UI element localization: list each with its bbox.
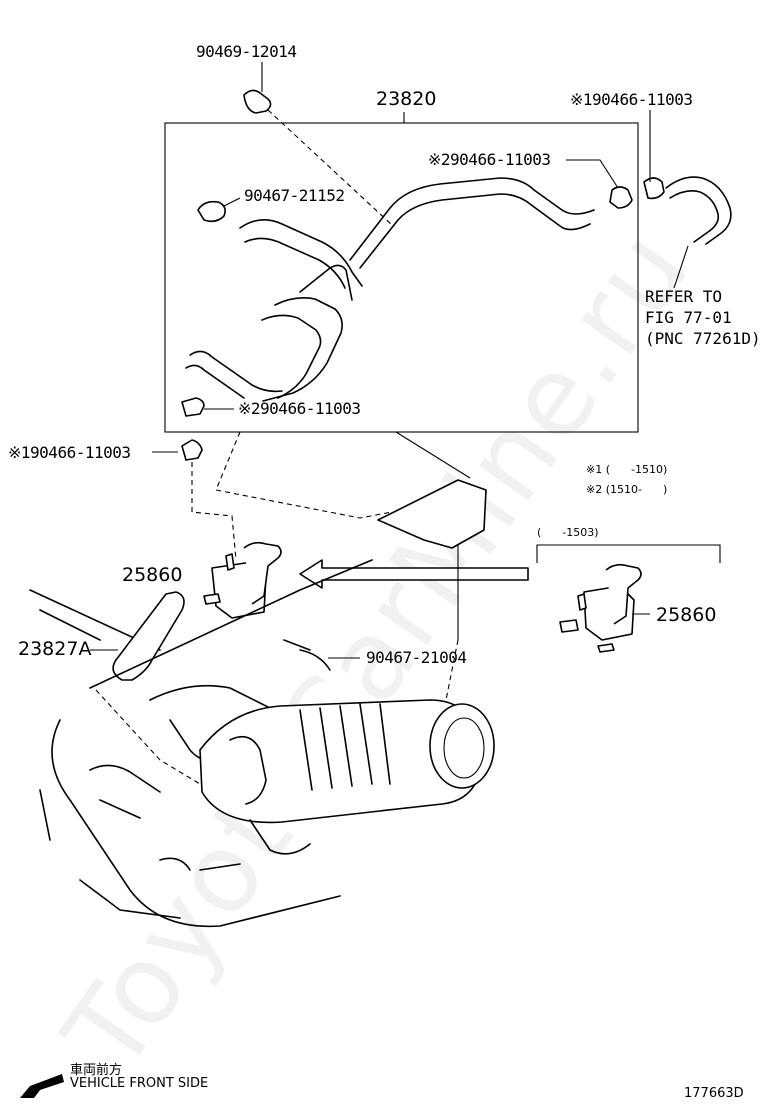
- arrow-connector: [299, 559, 529, 589]
- callout-25860-left: 25860: [122, 564, 183, 586]
- callout-90466-11003-inner-low: ※290466-11003: [238, 399, 361, 418]
- bracket-range-note: ( -1503): [537, 526, 599, 539]
- vehicle-front-label-jp: 車両前方: [70, 1063, 123, 1078]
- hose-external-right: [643, 110, 732, 289]
- engine-intake-area: [29, 479, 495, 928]
- callout-90467-21004: 90467-21004: [366, 648, 467, 667]
- note-1: ※1 ( -1510): [586, 463, 668, 476]
- vsv-25860-left: [203, 541, 282, 619]
- diagram-id: 177663D: [684, 1086, 744, 1101]
- note-2: ※2 (1510- ): [586, 483, 668, 496]
- callout-25860-right: 25860: [656, 604, 717, 626]
- callout-23820: 23820: [376, 88, 437, 110]
- hose-23820: [185, 177, 595, 402]
- callout-90466-11003-left: ※190466-11003: [8, 443, 131, 462]
- reference-note: REFER TO FIG 77-01 (PNC 77261D): [645, 287, 760, 348]
- callout-90467-21152: 90467-21152: [244, 186, 345, 205]
- callout-90466-11003-top-right: ※190466-11003: [570, 90, 693, 109]
- callout-90466-11003-upper: ※290466-11003: [428, 150, 551, 169]
- assembly-frame-23820: [164, 122, 639, 433]
- clip-90469-12014: [243, 62, 272, 114]
- vsv-25860-right: [559, 563, 650, 653]
- callout-23827A: 23827A: [18, 638, 92, 660]
- vehicle-front-label-en: VEHICLE FRONT SIDE: [70, 1076, 209, 1091]
- callout-90469-12014: 90469-12014: [196, 42, 297, 61]
- vehicle-front-arrow: [20, 1074, 64, 1098]
